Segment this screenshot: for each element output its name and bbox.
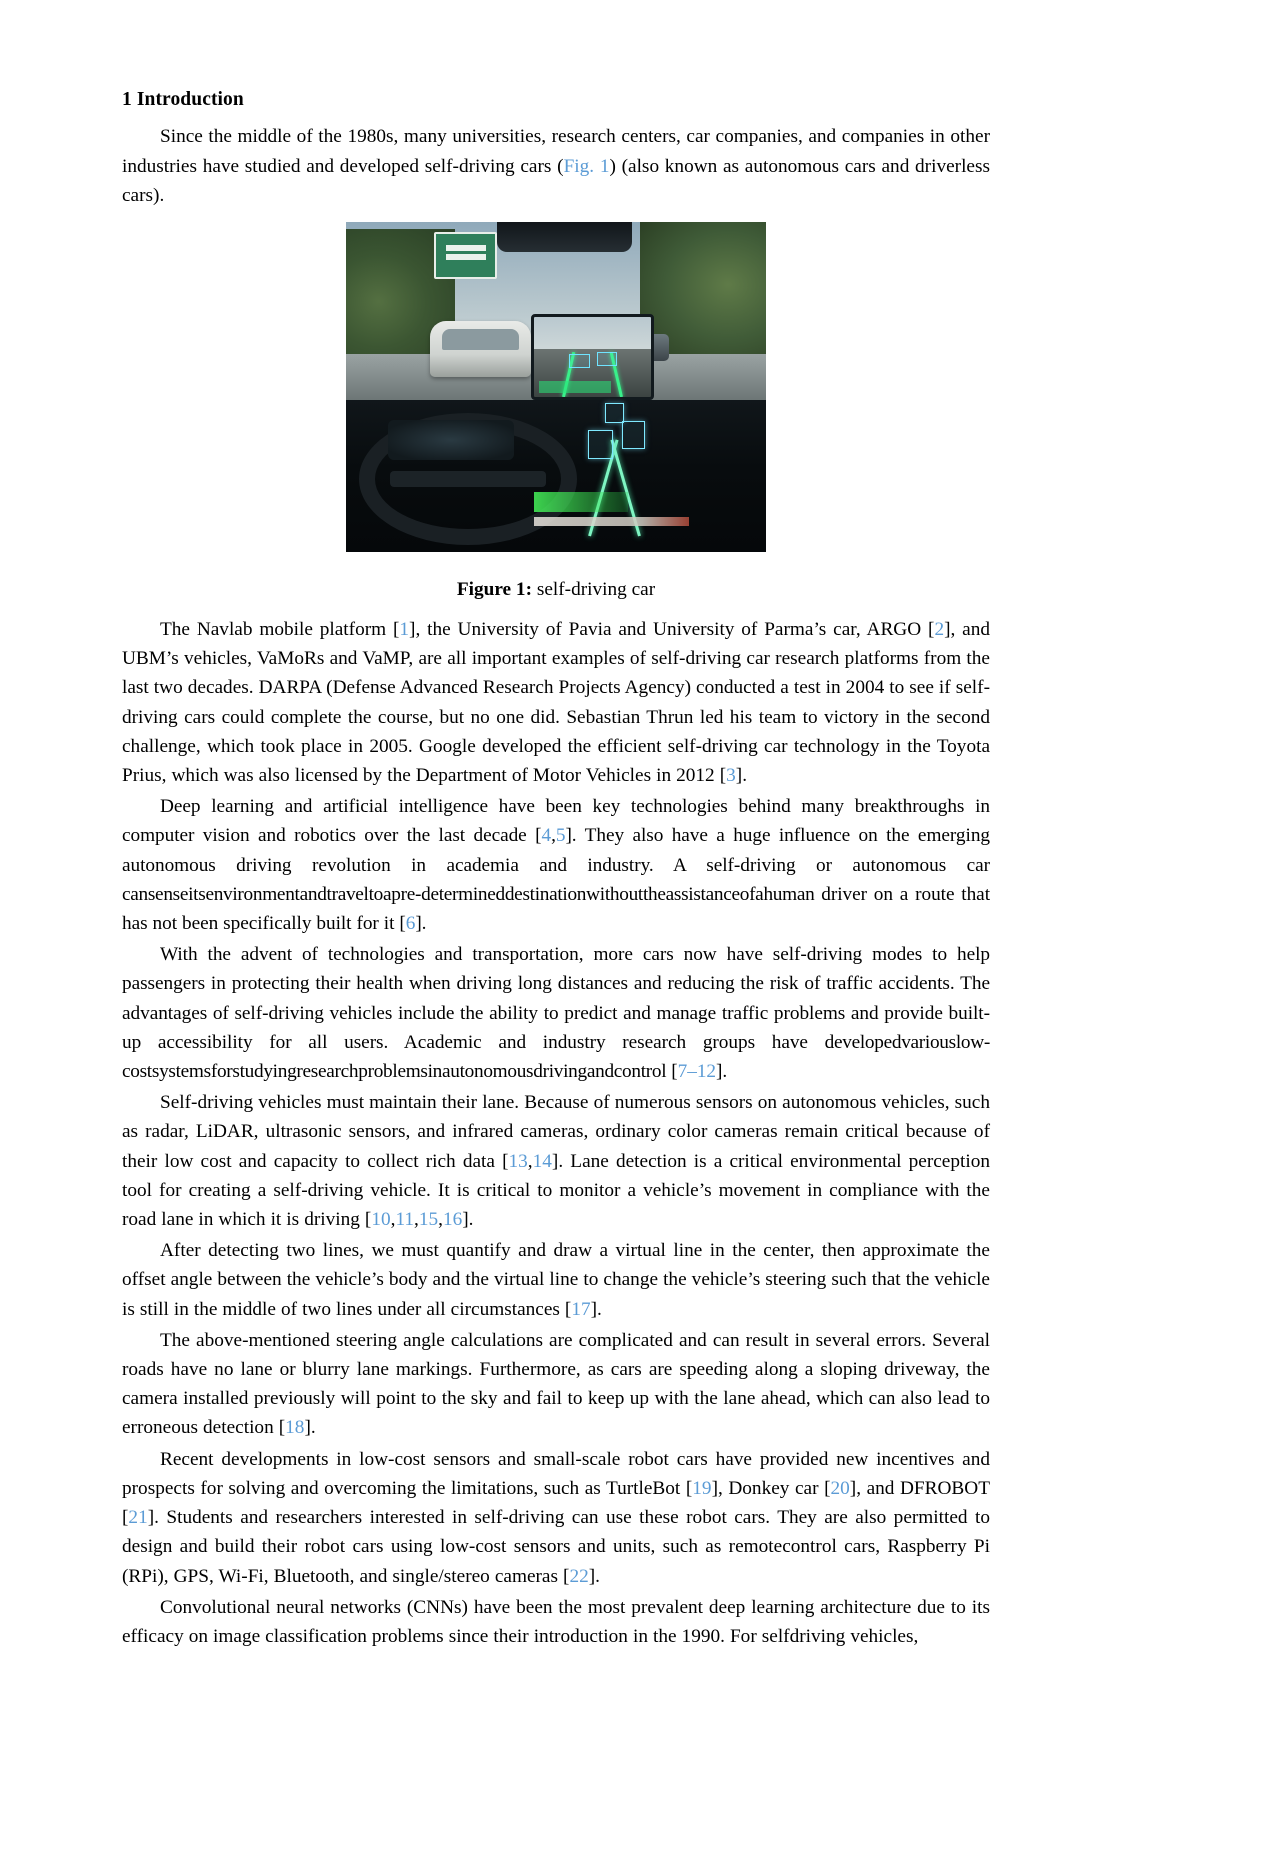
citation-link[interactable]: 13 — [508, 1150, 528, 1172]
citation-link[interactable]: 16 — [442, 1209, 463, 1231]
citation-link[interactable]: 2 — [934, 619, 945, 640]
paragraph-steering-errors: The above-mentioned steering angle calcu… — [122, 1329, 990, 1439]
lane-detection-overlay — [531, 394, 699, 546]
phone-hud-overlay — [538, 380, 612, 394]
citation-link[interactable]: 7–12 — [677, 1061, 717, 1083]
runon-text: developedvariouslow-costsystemsforstudyi… — [122, 1031, 990, 1083]
paragraph-robot-cars: Recent developments in low-cost sensors … — [122, 1448, 990, 1587]
paragraph-deep-learning: Deep learning and artificial intelligenc… — [122, 796, 990, 935]
citation-link[interactable]: 3 — [726, 765, 736, 787]
citation-link[interactable]: 5 — [555, 825, 566, 847]
citation-link[interactable]: 19 — [692, 1477, 712, 1499]
figure-caption-label: Figure 1: — [456, 579, 532, 600]
overlay-detection-box-2 — [621, 420, 646, 449]
page-content: 1 Introduction Since the middle of the 1… — [122, 88, 990, 1651]
phone-sky — [533, 317, 652, 350]
dashcam-view-self-driving-car-image — [346, 222, 766, 552]
citation-link[interactable]: 22 — [569, 1565, 589, 1587]
overlay-detection-box-1 — [587, 430, 614, 460]
figure-spacer — [122, 601, 990, 615]
paragraph-navlab: The Navlab mobile platform [1], the Univ… — [122, 619, 991, 787]
phone-detection-box-2 — [597, 352, 617, 367]
rearview-mirror — [497, 222, 632, 252]
figure-1: Figure 1: self-driving car — [122, 222, 990, 601]
section-heading: 1 Introduction — [122, 89, 244, 110]
mounted-phone-screen — [530, 314, 655, 400]
citation-link[interactable]: 6 — [405, 913, 416, 935]
paragraph-advent: With the advent of technologies and tran… — [122, 944, 990, 1083]
citation-link[interactable]: Fig. 1 — [563, 155, 610, 177]
citation-link[interactable]: 11 — [395, 1209, 415, 1231]
phone-detection-box-1 — [569, 353, 590, 369]
citation-link[interactable]: 21 — [128, 1507, 148, 1529]
citation-link[interactable]: 17 — [571, 1298, 591, 1320]
paragraph-virtual-line: After detecting two lines, we must quant… — [122, 1240, 990, 1320]
lead-vehicle — [430, 321, 531, 378]
overlay-status-bar — [534, 516, 689, 526]
instrument-cluster — [388, 420, 514, 460]
runon-text: cansenseitsenvironmentandtraveltoapre-de… — [122, 883, 815, 905]
paragraph-intro: Since the middle of the 1980s, many univ… — [122, 126, 991, 206]
citation-link[interactable]: 15 — [418, 1209, 439, 1231]
road-sign — [434, 231, 497, 279]
paragraph-cnn: Convolutional neural networks (CNNs) hav… — [122, 1596, 990, 1647]
paragraph-lane-maintain: Self-driving vehicles must maintain thei… — [122, 1092, 990, 1231]
citation-link[interactable]: 18 — [285, 1417, 305, 1439]
figure-caption-text: self-driving car — [532, 579, 656, 600]
citation-link[interactable]: 20 — [830, 1477, 850, 1499]
figure-caption: Figure 1: self-driving car — [122, 579, 990, 601]
citation-link[interactable]: 1 — [399, 619, 410, 640]
overlay-detection-box-3 — [604, 402, 624, 423]
citation-link[interactable]: 14 — [532, 1150, 552, 1172]
overlay-telemetry-text — [534, 492, 629, 512]
citation-link[interactable]: 4 — [541, 825, 552, 847]
citation-link[interactable]: 10 — [371, 1209, 391, 1231]
